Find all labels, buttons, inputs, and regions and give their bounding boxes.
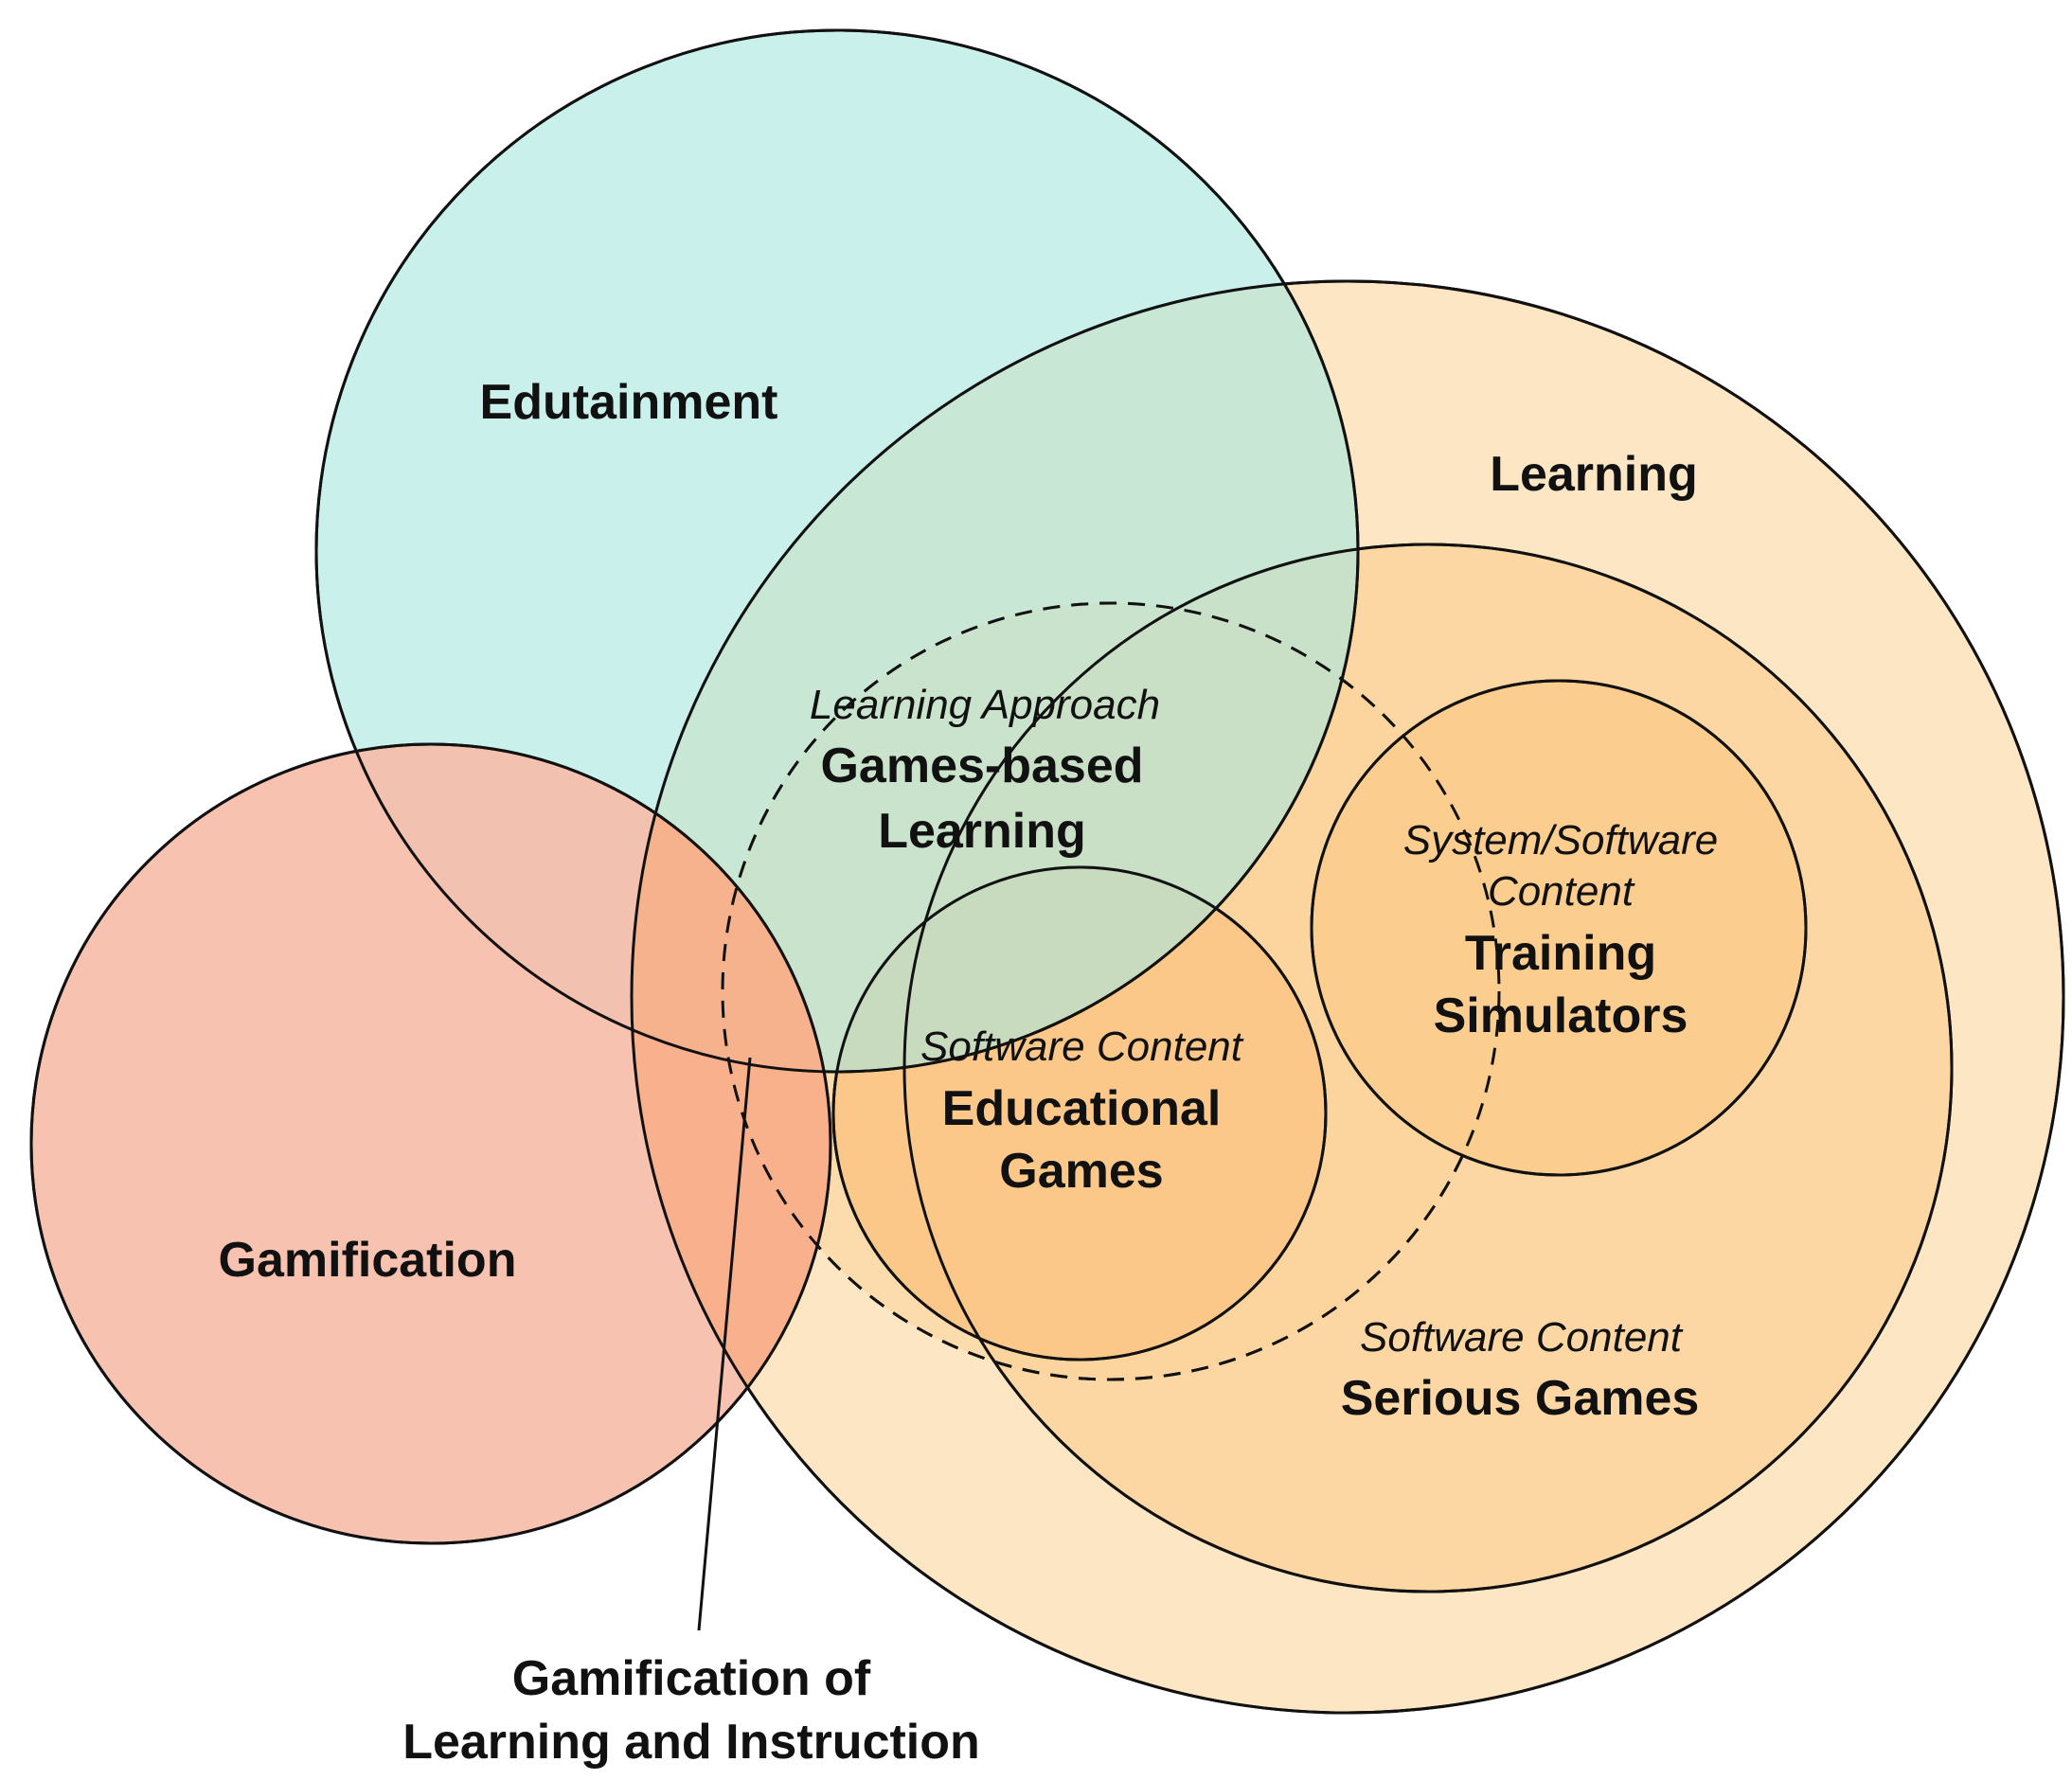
gamification-label: Gamification bbox=[219, 1233, 517, 1288]
circle-outlines bbox=[29, 28, 2065, 1715]
callout-label-line2: Learning and Instruction bbox=[402, 1715, 980, 1770]
educational-games-title-line2: Games bbox=[999, 1144, 1163, 1199]
training-simulators-title-line2: Simulators bbox=[1434, 988, 1688, 1043]
serious-games-title: Serious Games bbox=[1341, 1371, 1700, 1426]
serious-games-content: Software Content bbox=[1360, 1314, 1684, 1361]
training-simulators-content-line2: Content bbox=[1488, 868, 1635, 915]
games-based-learning-approach: Learning Approach bbox=[810, 682, 1160, 728]
training-simulators-title-line1: Training bbox=[1465, 926, 1656, 981]
games-based-learning-title-line2: Learning bbox=[878, 804, 1086, 859]
educational-games-content: Software Content bbox=[920, 1024, 1244, 1070]
training-simulators-content-line1: System/Software bbox=[1403, 817, 1719, 863]
educational-games-title-line1: Educational bbox=[942, 1081, 1222, 1136]
callout-pointer-line bbox=[697, 1057, 752, 1631]
games-based-learning-title-line1: Games-based bbox=[820, 739, 1143, 793]
learning-label: Learning bbox=[1490, 447, 1698, 502]
edutainment-label: Edutainment bbox=[480, 375, 778, 430]
callout-label-line1: Gamification of bbox=[512, 1651, 871, 1706]
